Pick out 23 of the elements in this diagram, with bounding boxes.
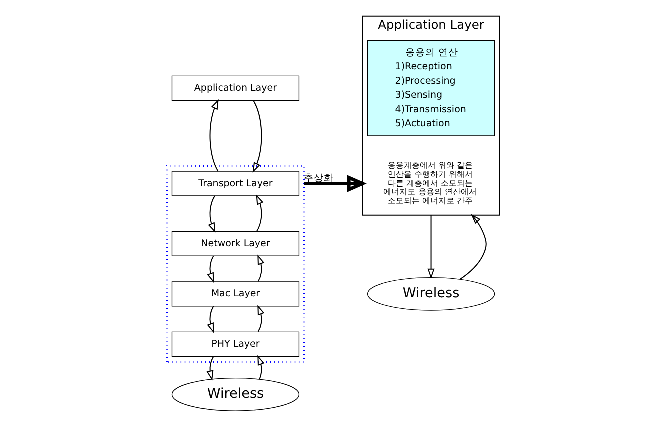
node-box: Application Layer <box>172 76 300 101</box>
arrow <box>258 254 265 282</box>
arrow <box>304 175 367 192</box>
node-box: Mac Layer <box>172 282 300 307</box>
arrow <box>256 194 264 232</box>
arrow <box>208 196 216 234</box>
edge-label: 추상화 <box>304 173 334 184</box>
arrow <box>252 100 262 173</box>
node-box: Network Layer <box>172 231 300 256</box>
node-box: Transport Layer <box>172 171 300 196</box>
node-box: 응용의 연산 1)Reception 2)Processing 3)Sensing 4)Transmission 5)Actuation <box>367 40 496 136</box>
arrow <box>258 304 265 332</box>
arrow <box>206 356 214 381</box>
arrow <box>207 306 214 334</box>
arrow <box>258 355 265 380</box>
arrow <box>210 99 219 172</box>
arrow <box>428 215 435 280</box>
node-ellipse: Wireless <box>367 277 496 311</box>
cluster <box>166 165 306 364</box>
arrow <box>460 214 487 280</box>
node-box: PHY Layer <box>172 332 300 357</box>
arrow <box>207 256 214 284</box>
node-ellipse: Wireless <box>172 378 300 412</box>
